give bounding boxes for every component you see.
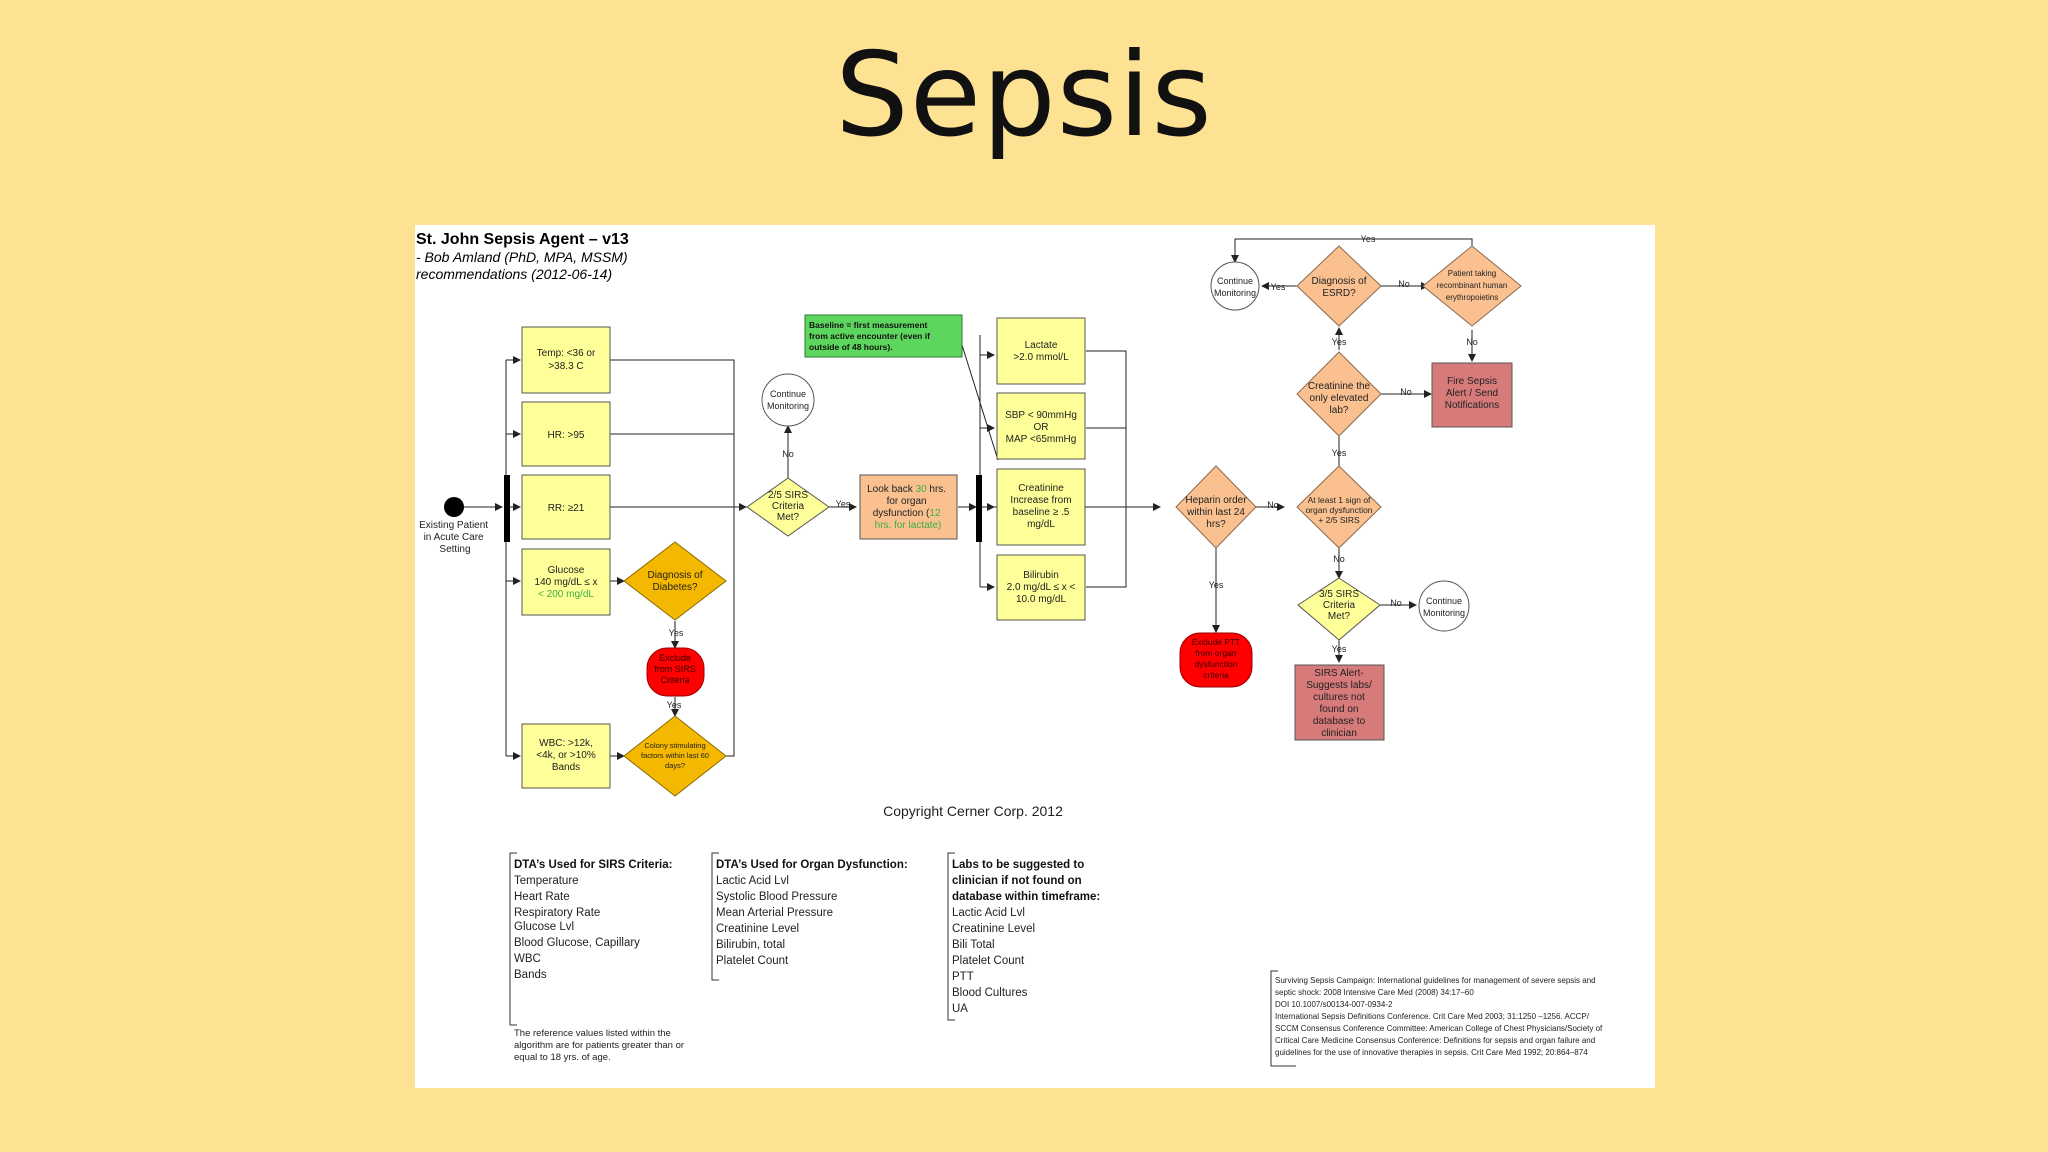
svg-text:Lactate>2.0 mmol/L: Lactate>2.0 mmol/L (1013, 340, 1069, 363)
svg-text:HR: >95: HR: >95 (548, 430, 585, 441)
label-no-erythro: No (1466, 337, 1478, 347)
svg-text:Lactic Acid Lvl Systolic: Lactic Acid Lvl Systolic Blood Pressure … (716, 875, 841, 967)
labs-suggested-list: Labs to be suggested to clinician if not… (947, 852, 1100, 1021)
svg-text:Temperature Heart Rate: Temperature Heart Rate Respiratory Rate … (514, 875, 643, 981)
svg-text:Temp: <36 or>38.3 C: Temp: <36 or>38.3 C (537, 348, 596, 372)
chart-title: St. John Sepsis Agent – v13 (416, 231, 629, 248)
start-node (444, 497, 464, 517)
sirs-hr-box: HR: >95 (521, 401, 611, 467)
reference-note: The reference values listed within the a… (514, 1028, 687, 1063)
slide-title: Sepsis (835, 28, 1213, 163)
sync-bar-organ (976, 475, 982, 542)
svg-text:Lactic Acid Lvl Creatini: Lactic Acid Lvl Creatinine Level Bili To… (952, 907, 1038, 1015)
dta-sirs-list: DTA’s Used for SIRS Criteria: Temperatur… (509, 852, 672, 1026)
svg-text:SIRS Alert-Suggests labs/cultu: SIRS Alert-Suggests labs/cultures notfou… (1306, 668, 1372, 739)
sync-bar-sirs (504, 475, 510, 542)
start-label: Existing Patient in Acute Care Setting (419, 520, 491, 555)
sirs-temp-box: Temp: <36 or>38.3 C (521, 326, 611, 394)
svg-text:WBC: >12k,<4k, or >10%Bands: WBC: >12k,<4k, or >10%Bands (536, 738, 596, 773)
sepsis-flowchart: St. John Sepsis Agent – v13 - Bob Amland… (415, 225, 1655, 1088)
label-yes-sirs35: Yes (1332, 644, 1347, 654)
label-yes-erythro: Yes (1361, 234, 1376, 244)
label-yes-heparin: Yes (1209, 580, 1224, 590)
label-no-sirs25: No (782, 449, 794, 459)
svg-text:Labs to be suggested to: Labs to be suggested to clinician if not… (952, 859, 1100, 903)
svg-text:Surviving Sepsis Campaign: Int: Surviving Sepsis Campaign: International… (1275, 976, 1605, 1057)
label-no-esrd: No (1398, 279, 1410, 289)
label-no-sirs35: No (1390, 598, 1402, 608)
label-yes-diabetes: Yes (669, 628, 684, 638)
svg-text:Look back 30 hrs. for or: Look back 30 hrs. for organ dysfunction … (867, 484, 949, 531)
label-yes-sirs25: Yes (836, 499, 851, 509)
label-yes-colony: Yes (667, 700, 682, 710)
svg-text:DTA’s Used for Organ Dysfuncti: DTA’s Used for Organ Dysfunction: (716, 859, 908, 871)
label-yes-creatinine: Yes (1332, 337, 1347, 347)
citations-box: Surviving Sepsis Campaign: International… (1270, 970, 1605, 1067)
dta-organ-list: DTA’s Used for Organ Dysfunction: Lactic… (711, 852, 908, 981)
organ-lactate-box: Lactate>2.0 mmol/L (996, 317, 1086, 385)
connector-lines (461, 238, 1476, 760)
sirs-wbc-box: WBC: >12k,<4k, or >10%Bands (521, 723, 611, 789)
label-no-creatinine: No (1400, 387, 1412, 397)
chart-date: recommendations (2012-06-14) (416, 266, 612, 282)
chart-author: - Bob Amland (PhD, MPA, MSSM) (416, 249, 628, 265)
svg-text:DTA’s Used for SIRS Criteria:: DTA’s Used for SIRS Criteria: (514, 859, 672, 871)
label-yes-atleast: Yes (1332, 448, 1347, 458)
label-no-atleast: No (1333, 554, 1345, 564)
copyright: Copyright Cerner Corp. 2012 (883, 803, 1063, 819)
label-yes-esrd: Yes (1271, 282, 1286, 292)
svg-text:RR: ≥21: RR: ≥21 (548, 503, 585, 514)
label-no-heparin: No (1267, 500, 1279, 510)
lookback-box: Look back 30 hrs. for organ dysfunction … (859, 474, 958, 540)
sirs-rr-box: RR: ≥21 (521, 474, 611, 540)
